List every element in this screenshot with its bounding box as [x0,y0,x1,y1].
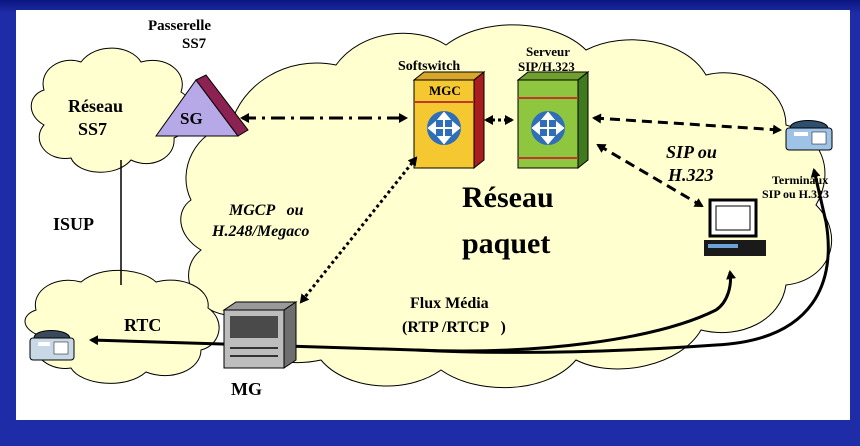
flux-media-label: Flux Média [410,295,489,312]
diagram-drawing [24,24,833,389]
mgc-label: MGC [429,83,461,98]
rtc-network-cloud [24,269,220,384]
softswitch-box [412,70,486,170]
sg-label: SG [180,109,203,128]
mgc-mg-link [299,156,418,304]
phone-to-media-flow [810,168,828,223]
serveur-label-line1: Serveur [526,44,571,59]
isup-label: ISUP [53,214,95,234]
reseau-paquet-line1: Réseau [462,181,554,214]
sip-ou-label: SIP ou [666,142,717,162]
mg-label: MG [231,379,262,399]
terminaux-label-line1: Terminaux [772,173,829,187]
media-flow-to-pc [415,270,737,353]
signaling-gateway [155,74,249,137]
reseau-ss7-line1: Réseau [68,96,123,116]
mgcp-label-line2: H.248/Megaco [212,223,310,240]
diagram-canvas: Passerelle SS7 Réseau SS7 SG Softswitch … [16,10,850,420]
computer-icon [704,198,766,256]
softswitch-label: Softswitch [398,59,461,74]
ss7-label: SS7 [182,36,207,52]
router-arrows-icon [531,111,565,145]
telephone-icon [29,330,75,361]
serveur-label-line2: SIP/H.323 [518,59,575,74]
ss7-network-cloud [30,47,193,173]
media-gateway-icon [222,301,298,369]
passerelle-label: Passerelle [148,18,212,34]
h323-label: H.323 [668,165,714,185]
reseau-paquet-line2: paquet [462,227,551,260]
mgcp-label-line1: MGCP ou [229,202,304,219]
terminaux-label-line2: SIP ou H.323 [762,187,830,201]
reseau-ss7-line2: SS7 [78,119,108,139]
rtc-label: RTC [124,315,162,335]
telephone-icon [785,120,833,151]
router-arrows-icon [427,111,461,145]
server-terminal-pc-link [596,143,704,208]
rtp-rtcp-label: (RTP /RTCP ) [402,319,506,336]
